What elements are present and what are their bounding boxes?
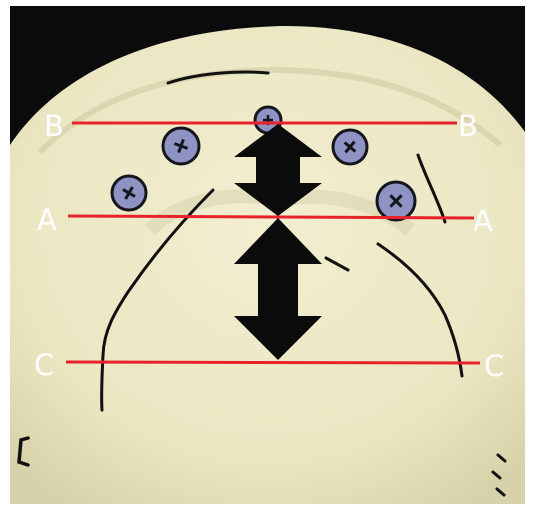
screw-head-icon [377,182,415,220]
section-line-c [66,362,480,363]
screw-head-icon [112,176,146,210]
label-b-right: B [458,109,478,143]
label-a-left: A [37,203,57,237]
section-line-a [68,216,474,218]
screw-head-icon [333,130,367,164]
label-c-right: C [484,349,504,383]
label-b-left: B [44,109,64,143]
label-c-left: C [34,348,54,382]
screw-head-icon [163,128,199,164]
label-a-right: A [473,204,493,238]
